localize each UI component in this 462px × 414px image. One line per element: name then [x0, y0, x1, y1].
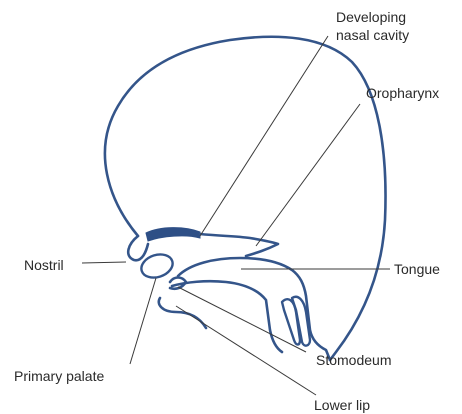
label-tongue: Tongue — [394, 261, 440, 277]
label-nasal-cavity-line1: Developing — [336, 9, 406, 25]
label-nostril: Nostril — [24, 257, 64, 273]
head-outline — [105, 37, 386, 360]
nasal-cavity-leader — [200, 36, 328, 236]
primary-palate-leader — [130, 278, 156, 364]
nostril-leader — [82, 262, 126, 263]
label-primary-palate: Primary palate — [14, 368, 104, 384]
oropharynx-cavity — [200, 234, 278, 256]
label-lower-lip: Lower lip — [314, 397, 370, 413]
label-oropharynx: Oropharynx — [366, 85, 439, 101]
nasal-cavity-roof — [146, 228, 200, 241]
nostril-outline — [128, 236, 148, 260]
label-stomodeum: Stomodeum — [316, 352, 391, 368]
oropharynx-leader — [256, 104, 360, 246]
label-nasal-cavity-line2: nasal cavity — [336, 27, 409, 43]
lower-lip-shape — [159, 298, 206, 328]
